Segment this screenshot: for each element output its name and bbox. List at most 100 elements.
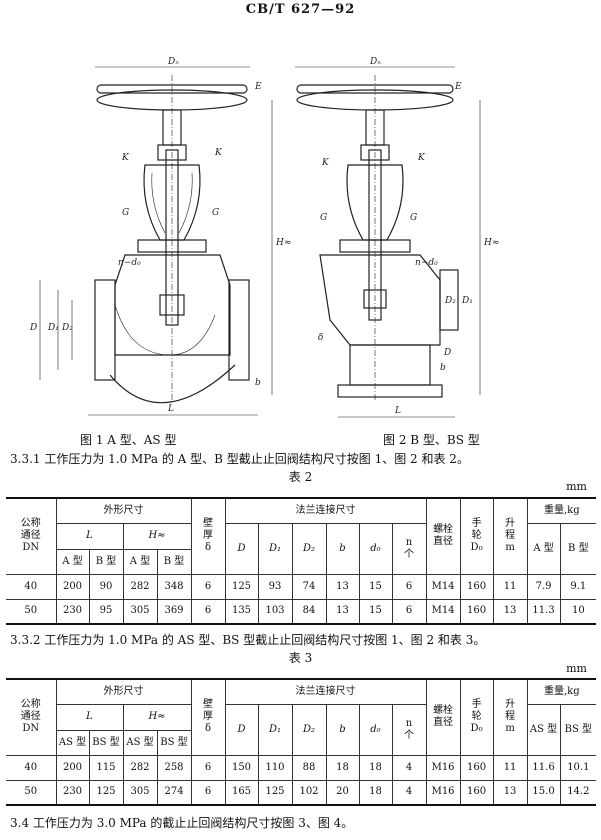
svg-text:L: L — [167, 404, 174, 414]
col-header-bolt-diameter: 螺栓 直径 — [425, 497, 461, 575]
table-cell: 282 — [122, 754, 158, 781]
svg-text:K: K — [321, 158, 330, 168]
table-cell: 102 — [291, 779, 327, 806]
col-header-D1: D₁ — [257, 703, 293, 756]
table-cell: 40 — [6, 573, 57, 600]
col-header-H: H≈ — [122, 703, 192, 731]
table-cell: 274 — [156, 779, 192, 806]
table-cell: 305 — [122, 598, 158, 625]
table-cell: 258 — [156, 754, 192, 781]
table-2-unit: mm — [566, 480, 587, 493]
col-header-lift: 升 程 m — [492, 497, 528, 575]
svg-text:H≈: H≈ — [275, 238, 291, 248]
standard-header: CB/T 627—92 — [245, 2, 356, 17]
table-cell: 160 — [459, 754, 494, 781]
svg-text:E: E — [254, 82, 262, 92]
table-cell: 11.6 — [526, 754, 561, 781]
table-cell: 10 — [559, 598, 597, 625]
col-header-d0: d₀ — [358, 522, 393, 575]
table-cell: 9.1 — [559, 573, 597, 600]
col-header-weight-type-b: B 型 — [559, 522, 597, 575]
svg-text:K: K — [417, 153, 426, 163]
section-3-3-2: 3.3.2 工作压力为 1.0 MPa 的 AS 型、BS 型截止止回阀结构尺寸… — [10, 633, 486, 647]
table-cell: 93 — [257, 573, 293, 600]
table-cell: 6 — [190, 598, 226, 625]
table-cell: 4 — [391, 754, 427, 781]
table-cell: 305 — [122, 779, 158, 806]
col-header-b: b — [325, 522, 360, 575]
table-cell: 13 — [325, 598, 360, 625]
svg-text:E: E — [454, 82, 462, 92]
col-header-lift: 升 程 m — [492, 678, 528, 756]
col-header-H-type-b: BS 型 — [156, 729, 191, 756]
svg-text:G: G — [122, 208, 129, 218]
svg-text:D: D — [29, 323, 37, 333]
table-cell: 11 — [492, 754, 528, 781]
col-header-H-type-a: A 型 — [122, 548, 158, 575]
table-2-title: 表 2 — [288, 470, 313, 484]
table-cell: 160 — [459, 779, 494, 806]
col-header-D2: D₂ — [291, 522, 327, 575]
table-cell: 20 — [325, 779, 360, 806]
table-cell: 200 — [55, 754, 90, 781]
table-3-title: 表 3 — [288, 651, 313, 665]
table-cell: M16 — [425, 779, 461, 806]
table-cell: 6 — [190, 573, 226, 600]
table-cell: 15 — [358, 598, 393, 625]
col-header-handwheel: 手 轮 D₀ — [459, 497, 494, 575]
col-header-L-type-a: AS 型 — [56, 729, 90, 756]
table-cell: 13 — [325, 573, 360, 600]
section-3-3-1: 3.3.1 工作压力为 1.0 MPa 的 A 型、B 型截止止回阀结构尺寸按图… — [10, 452, 469, 466]
col-header-outer-dims: 外形尺寸 — [55, 497, 192, 524]
table-cell: 40 — [6, 754, 57, 781]
svg-text:b: b — [440, 363, 446, 373]
svg-text:b: b — [255, 378, 261, 388]
table-cell: 11.3 — [526, 598, 561, 625]
svg-text:n−d₀: n−d₀ — [415, 258, 438, 268]
table-cell: 115 — [88, 754, 124, 781]
table-cell: 90 — [88, 573, 124, 600]
col-header-D: D — [224, 522, 259, 575]
table-cell: 160 — [459, 598, 494, 625]
table-cell: M14 — [425, 573, 461, 600]
table-cell: 200 — [55, 573, 90, 600]
col-header-L-type-b: B 型 — [88, 548, 124, 575]
svg-text:G: G — [410, 213, 417, 223]
table-cell: 282 — [122, 573, 158, 600]
col-header-flange-dims: 法兰连接尺寸 — [224, 497, 427, 524]
table-cell: 18 — [358, 754, 393, 781]
table-cell: 84 — [291, 598, 327, 625]
table-cell: 95 — [88, 598, 124, 625]
col-header-handwheel: 手 轮 D₀ — [459, 678, 494, 756]
col-header-L: L — [56, 522, 124, 550]
col-header-n: n 个 — [391, 703, 427, 756]
table-cell: 74 — [291, 573, 327, 600]
col-header-L-type-a: A 型 — [56, 548, 90, 575]
table-3-unit: mm — [566, 662, 587, 675]
col-header-wall-thickness: 壁 厚 δ — [190, 678, 226, 756]
table-cell: 125 — [257, 779, 293, 806]
col-header-H-type-a: AS 型 — [122, 729, 158, 756]
col-header-weight-type-a: A 型 — [526, 522, 561, 575]
svg-text:D₁: D₁ — [47, 323, 59, 333]
svg-text:H≈: H≈ — [483, 238, 499, 248]
table-cell: 6 — [391, 598, 427, 625]
svg-text:Dₙ: Dₙ — [369, 57, 381, 67]
col-header-nominal-diameter: 公称 通径 DN — [6, 497, 57, 575]
svg-text:D₂: D₂ — [444, 296, 456, 306]
svg-text:δ: δ — [318, 333, 323, 343]
table-cell: 10.1 — [559, 754, 597, 781]
table-cell: 110 — [257, 754, 293, 781]
table-cell: 11 — [492, 573, 528, 600]
table-cell: 6 — [190, 779, 226, 806]
table-cell: 160 — [459, 573, 494, 600]
col-header-L: L — [56, 703, 124, 731]
